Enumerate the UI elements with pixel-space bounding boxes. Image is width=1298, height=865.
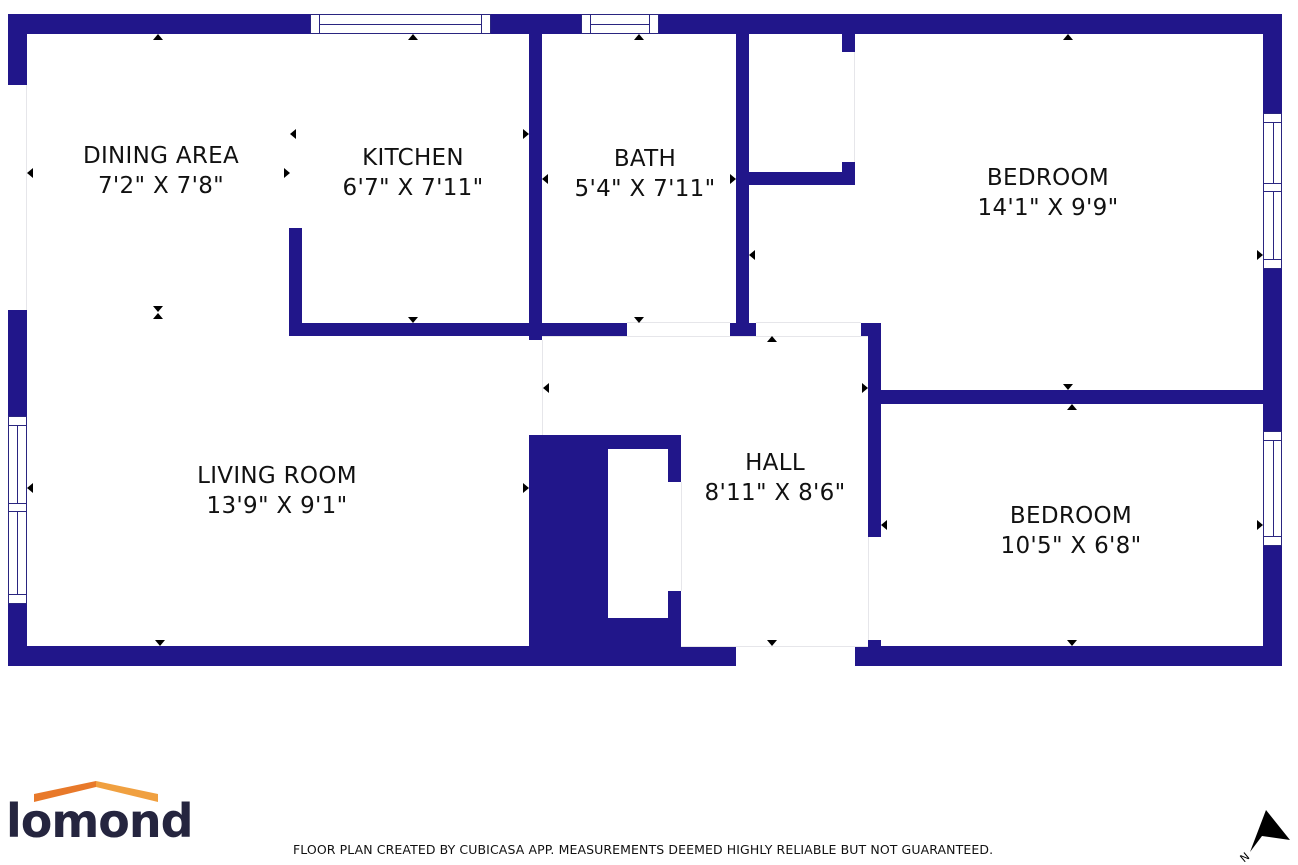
room-label-living-room: LIVING ROOM 13'9" X 9'1" <box>197 461 357 521</box>
dim-marker <box>881 520 887 530</box>
dim-marker <box>1067 404 1077 410</box>
room-name: BEDROOM <box>1009 503 1133 529</box>
dim-marker <box>1067 640 1077 646</box>
dim-marker <box>767 336 777 342</box>
closet-void <box>608 449 668 618</box>
opening-bath-bottom <box>627 322 730 323</box>
wall-bottom-right <box>855 646 1282 666</box>
opening-bedroom2-left <box>868 537 869 640</box>
room-label-bath: BATH 5'4" X 7'11" <box>575 144 716 204</box>
closet-opening <box>668 482 681 591</box>
hall-bottom-line <box>681 646 868 647</box>
dim-marker <box>523 483 529 493</box>
room-dimensions: 10'5" X 6'8" <box>1000 533 1142 559</box>
room-name: DINING AREA <box>82 143 240 169</box>
room-label-bedroom-1: BEDROOM 14'1" X 9'9" <box>978 163 1119 223</box>
logo-text: lomond <box>6 794 194 848</box>
wall-kitchen-left <box>289 228 302 336</box>
north-arrow-icon: N <box>1238 810 1290 862</box>
wall-closet-bottom <box>742 172 855 185</box>
opening-closet <box>854 52 855 162</box>
dim-marker <box>1257 250 1263 260</box>
disclaimer-text: FLOOR PLAN CREATED BY CUBICASA APP. MEAS… <box>293 842 994 857</box>
dim-marker <box>543 383 549 393</box>
dim-marker <box>749 250 755 260</box>
room-dimensions: 14'1" X 9'9" <box>977 195 1119 221</box>
room-label-hall: HALL 8'11" X 8'6" <box>705 448 846 508</box>
dim-marker <box>523 129 529 139</box>
wall-kitchen-bottom <box>289 323 627 336</box>
dim-marker <box>542 174 548 184</box>
opening-living-hall <box>542 340 543 435</box>
opening-hall-top <box>756 322 861 323</box>
dim-marker <box>862 383 868 393</box>
window-living-left <box>8 416 27 604</box>
room-label-bedroom-2: BEDROOM 10'5" X 6'8" <box>1001 501 1142 561</box>
room-name: HALL <box>745 450 805 476</box>
dim-marker <box>290 129 296 139</box>
room-label-dining-area: DINING AREA 7'2" X 7'8" <box>83 141 239 201</box>
room-dimensions: 6'7" X 7'11" <box>342 175 484 201</box>
dim-marker <box>155 640 165 646</box>
dim-marker <box>1063 34 1073 40</box>
dim-marker <box>408 317 418 323</box>
room-dimensions: 7'2" X 7'8" <box>97 173 225 199</box>
dim-marker <box>634 317 644 323</box>
roof-icon <box>34 781 158 802</box>
dim-marker <box>284 168 290 178</box>
wall-left-upper <box>8 14 27 85</box>
wall-bath-bottom-right <box>730 323 756 336</box>
window-bedroom1-right <box>1263 113 1282 269</box>
room-dimensions: 13'9" X 9'1" <box>206 493 348 519</box>
dim-marker <box>408 34 418 40</box>
dim-marker <box>27 168 33 178</box>
svg-text:N: N <box>1238 850 1252 862</box>
room-name: KITCHEN <box>362 145 464 171</box>
floor-plan: DINING AREA 7'2" X 7'8" KITCHEN 6'7" X 7… <box>8 14 1282 666</box>
wall-kitchen-bath <box>529 14 542 340</box>
opening-line <box>26 85 27 310</box>
wall-closet-bottom-stub <box>842 162 855 185</box>
dim-marker <box>634 34 644 40</box>
dim-marker <box>767 640 777 646</box>
dim-marker <box>153 313 163 319</box>
wall-closet-top-stub <box>842 14 855 52</box>
window-kitchen-top <box>310 14 491 34</box>
dim-marker <box>153 34 163 40</box>
room-name: BEDROOM <box>986 165 1110 191</box>
wall-bedroom-divider <box>868 390 1282 404</box>
dim-marker <box>1063 384 1073 390</box>
wall-bedroom2-bottom-stub <box>868 640 881 666</box>
wall-left-middle <box>8 310 27 416</box>
room-name: LIVING ROOM <box>197 463 357 489</box>
window-bath-top <box>581 14 659 34</box>
lomond-logo: lomond <box>4 780 194 855</box>
opening-hall-top-2 <box>542 336 868 337</box>
room-dimensions: 8'11" X 8'6" <box>704 480 846 506</box>
window-bedroom2-right <box>1263 431 1282 546</box>
closet-opening-line <box>681 482 682 591</box>
dim-marker <box>1257 520 1263 530</box>
wall-hall-right <box>868 323 881 537</box>
room-dimensions: 5'4" X 7'11" <box>574 176 716 202</box>
wall-right <box>1263 14 1282 666</box>
dim-marker <box>730 174 736 184</box>
dim-marker <box>27 483 33 493</box>
dim-marker <box>153 306 163 312</box>
room-label-kitchen: KITCHEN 6'7" X 7'11" <box>343 143 484 203</box>
room-name: BATH <box>613 146 677 172</box>
